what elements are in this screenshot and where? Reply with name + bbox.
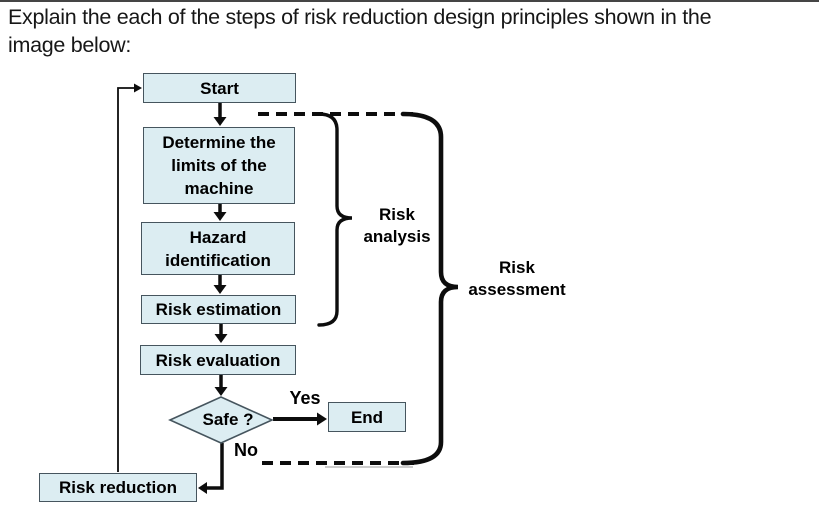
top-edge-line — [0, 0, 819, 2]
decision-label: Safe ? — [202, 410, 254, 429]
question-text: Explain the each of the steps of risk re… — [8, 3, 808, 59]
arrow-hazard-to-estimation — [213, 275, 227, 294]
node-start: Start — [143, 73, 296, 103]
node-risk-estimation: Risk estimation — [141, 295, 296, 324]
risk-analysis-brace — [317, 112, 353, 327]
risk-analysis-label: Risk analysis — [363, 205, 431, 246]
arrow-start-to-limits — [213, 103, 227, 126]
node-risk-reduction: Risk reduction — [39, 473, 197, 502]
arrow-limits-to-hazard — [213, 204, 227, 221]
node-risk-evaluation: Risk evaluation — [140, 345, 296, 375]
node-hazard-identification: Hazard identification — [141, 222, 295, 275]
yes-label: Yes — [289, 388, 321, 408]
arrow-decision-to-reduction — [198, 443, 224, 494]
arrow-decision-to-end — [273, 412, 327, 426]
arrow-evaluation-to-decision — [214, 375, 228, 396]
decision-diamond — [168, 396, 274, 444]
risk-assessment-brace — [400, 111, 459, 466]
node-end: End — [328, 402, 406, 432]
risk-assessment-label: Risk assessment — [468, 258, 566, 299]
arrow-reduction-to-start — [117, 83, 142, 472]
node-determine-limits: Determine the limits of the machine — [143, 127, 295, 204]
no-label: No — [234, 440, 258, 460]
arrow-estimation-to-evaluation — [214, 324, 228, 343]
question-line-2: image below: — [8, 33, 132, 57]
question-line-1: Explain the each of the steps of risk re… — [8, 5, 712, 29]
